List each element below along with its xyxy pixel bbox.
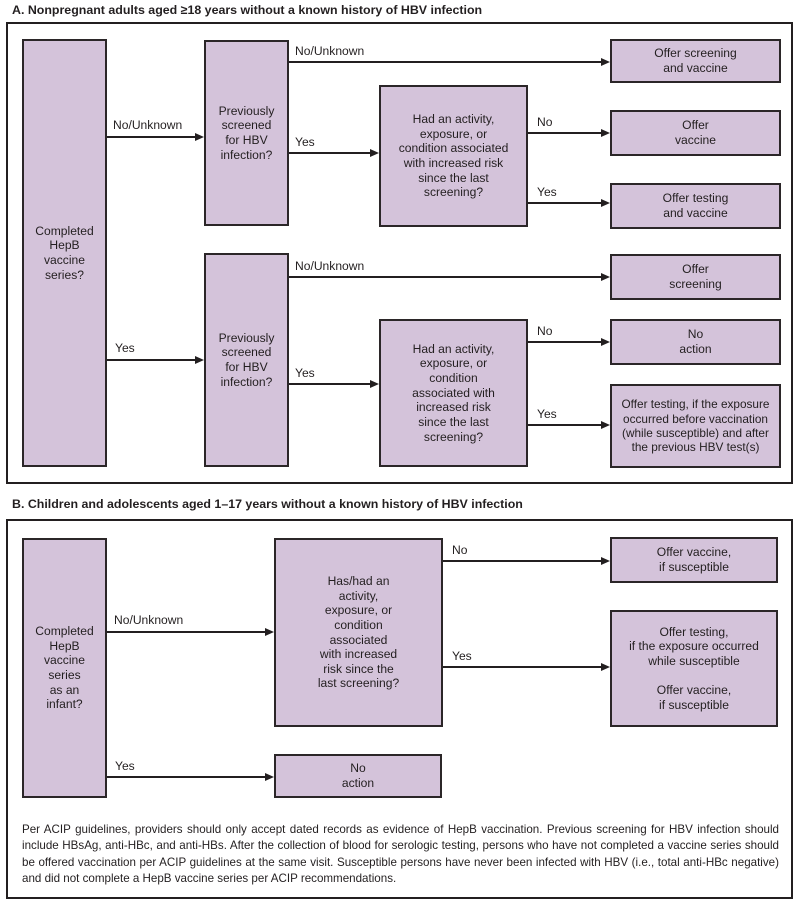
node-completed-hepb-series-infant: Completed HepB vaccine series as an infa… <box>22 538 107 798</box>
node-offer-vaccine-if-susceptible: Offer vaccine, if susceptible <box>610 537 778 583</box>
edge-label-no-unknown: No/Unknown <box>114 613 184 627</box>
node-no-action-b: No action <box>274 754 442 798</box>
arrow-screened-top-to-risk-top <box>289 149 379 158</box>
node-risk-since-screening-top: Had an activity, exposure, or condition … <box>379 85 528 227</box>
arrow-risk-top-to-offer-vaccine <box>528 129 610 138</box>
arrow-completed-to-screened-top <box>107 133 204 142</box>
panel-b-title: B. Children and adolescents aged 1–17 ye… <box>12 497 523 511</box>
arrow-completed-b-to-risk-b <box>107 628 274 637</box>
edge-label-yes: Yes <box>537 185 557 199</box>
edge-label-yes: Yes <box>115 759 135 773</box>
edge-label-yes: Yes <box>537 407 557 421</box>
arrow-screened-bottom-to-risk-bottom <box>289 380 379 389</box>
footnote: Per ACIP guidelines, providers should on… <box>22 823 779 886</box>
edge-label-yes: Yes <box>295 366 315 380</box>
panel-b: Completed HepB vaccine series as an infa… <box>6 519 793 899</box>
node-previously-screened-top: Previously screened for HBV infection? <box>204 40 289 226</box>
panel-a-title: A. Nonpregnant adults aged ≥18 years wit… <box>12 3 483 17</box>
arrow-screened-bottom-to-offer-screening <box>289 273 610 282</box>
node-previously-screened-bottom: Previously screened for HBV infection? <box>204 253 289 467</box>
node-offer-vaccine: Offer vaccine <box>610 110 781 156</box>
edge-label-no-unknown: No/Unknown <box>113 118 183 132</box>
edge-label-yes: Yes <box>452 649 472 663</box>
node-completed-hepb-series: Completed HepB vaccine series? <box>22 39 107 467</box>
arrow-completed-b-to-no-action <box>107 773 274 782</box>
arrow-risk-b-to-offer-testing <box>443 663 610 672</box>
edge-label-no: No <box>537 324 553 338</box>
arrow-risk-top-to-offer-testing-vaccine <box>528 199 610 208</box>
node-risk-since-screening-bottom: Had an activity, exposure, or condition … <box>379 319 528 467</box>
edge-label-yes: Yes <box>115 341 135 355</box>
node-offer-screening-and-vaccine: Offer screening and vaccine <box>610 39 781 83</box>
node-offer-testing-and-vaccine-if-susceptible: Offer testing, if the exposure occurred … <box>610 610 778 727</box>
node-no-action-a: No action <box>610 319 781 365</box>
edge-label-no-unknown: No/Unknown <box>295 44 365 58</box>
arrow-risk-bottom-to-no-action <box>528 338 610 347</box>
edge-label-yes: Yes <box>295 135 315 149</box>
arrow-screened-top-to-offer-screening-vaccine <box>289 58 610 67</box>
arrow-completed-to-screened-bottom <box>107 356 204 365</box>
panel-a: Completed HepB vaccine series? Previousl… <box>6 22 793 484</box>
node-risk-since-screening-b: Has/had an activity, exposure, or condit… <box>274 538 443 727</box>
edge-label-no: No <box>452 543 468 557</box>
node-offer-testing-if-exposure: Offer testing, if the exposure occurred … <box>610 384 781 468</box>
edge-label-no-unknown: No/Unknown <box>295 259 365 273</box>
node-offer-screening: Offer screening <box>610 254 781 300</box>
edge-label-no: No <box>537 115 553 129</box>
arrow-risk-b-to-offer-vaccine <box>443 557 610 566</box>
node-offer-testing-and-vaccine: Offer testing and vaccine <box>610 183 781 229</box>
arrow-risk-bottom-to-offer-testing <box>528 421 610 430</box>
